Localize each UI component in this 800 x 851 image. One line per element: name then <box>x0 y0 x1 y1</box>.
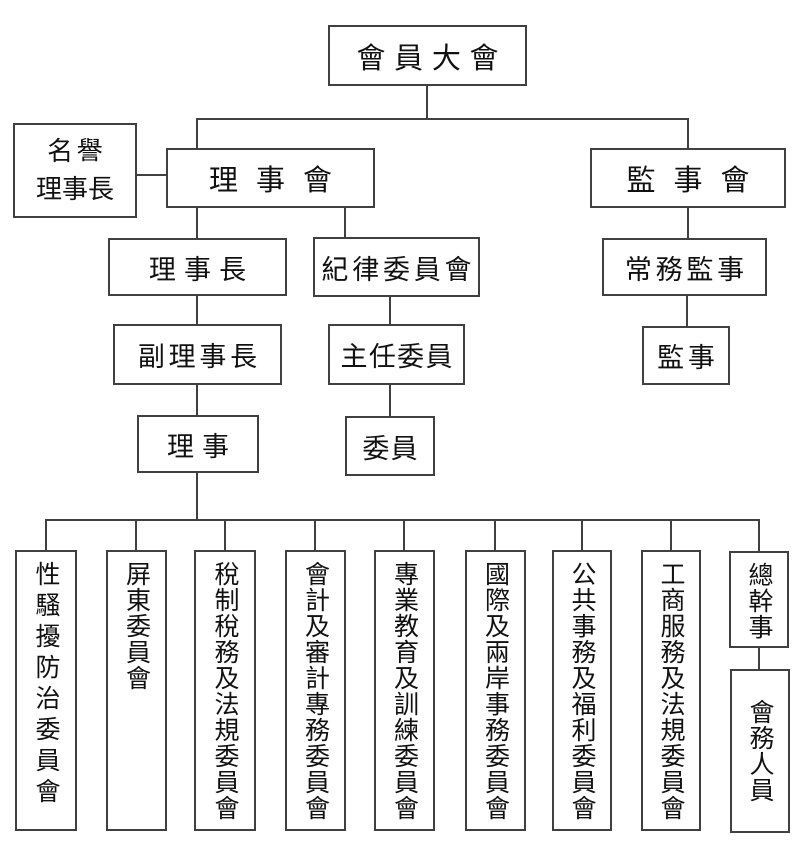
connector-chairman-to-vice <box>196 294 198 326</box>
node-commissioner: 委員 <box>345 416 435 476</box>
node-staff: 會務人員 <box>730 669 790 833</box>
node-committee-pingtung: 屏東委員會 <box>106 550 167 831</box>
node-committee-sexual-harassment-prevention: 性騷擾防治委員會 <box>15 550 77 831</box>
node-discipline-committee: 紀律委員會 <box>313 237 480 297</box>
node-general-assembly: 會員大會 <box>328 25 527 86</box>
node-label: 稅制稅務及法規委員會 <box>211 561 240 821</box>
connector-committee-spread <box>45 519 760 521</box>
connector-drop-committee-2 <box>135 519 137 552</box>
node-committee-international-cross-strait: 國際及兩岸事務委員會 <box>465 550 526 831</box>
node-label: 紀律委員會 <box>321 254 476 286</box>
connector-drop-committee-8 <box>670 519 672 552</box>
connector-secretary-to-staff <box>758 646 760 671</box>
node-chief-commissioner: 主任委員 <box>328 324 465 385</box>
node-label: 名譽 <box>47 136 107 167</box>
connector-directors-to-discipline <box>344 206 346 240</box>
node-label: 主任委員 <box>340 342 454 373</box>
node-label: 國際及兩岸事務委員會 <box>481 561 511 821</box>
node-label: 理事會 <box>209 163 350 197</box>
node-label: 總幹事 <box>745 562 774 640</box>
node-honorary-chairman: 名譽 理事長 <box>13 123 137 218</box>
connector-to-board-of-supervisors <box>687 118 689 150</box>
node-label: 理事長 <box>35 174 114 205</box>
connector-drop-committee-4 <box>314 519 316 552</box>
node-supervisor: 監事 <box>642 326 730 385</box>
connector-drop-secretary-general <box>758 519 760 552</box>
connector-supervisors-to-standing <box>687 206 689 240</box>
node-label: 會計及審計專務委員會 <box>301 561 331 821</box>
node-label: 監事會 <box>626 163 768 197</box>
node-standing-supervisor: 常務監事 <box>602 238 767 296</box>
node-label: 委員 <box>362 433 420 465</box>
node-label: 屏東委員會 <box>122 561 152 691</box>
connector-chief-to-commissioner <box>389 383 391 417</box>
connector-drop-committee-5 <box>403 519 405 552</box>
node-label: 理事長 <box>148 254 255 286</box>
connector-honorary-to-directors <box>137 174 168 176</box>
node-label: 性騷擾防治委員會 <box>32 561 61 809</box>
node-committee-professional-education-training: 專業教育及訓練委員會 <box>374 550 435 831</box>
node-director: 理事 <box>137 415 259 473</box>
connector-to-board-of-directors <box>196 118 198 150</box>
node-label: 副理事長 <box>137 342 261 373</box>
connector-assembly-down <box>426 85 428 120</box>
node-board-of-supervisors: 監事會 <box>590 148 786 208</box>
node-committee-business-service-regulations: 工商服務及法規委員會 <box>641 550 701 831</box>
node-label: 公共事務及福利委員會 <box>568 561 597 821</box>
connector-drop-committee-7 <box>581 519 583 552</box>
connector-assembly-spread <box>196 118 689 120</box>
node-label: 常務監事 <box>624 254 748 286</box>
connector-drop-committee-3 <box>224 519 226 552</box>
connector-director-down <box>196 471 198 521</box>
connector-drop-committee-1 <box>45 519 47 552</box>
node-committee-tax-system-regulations: 稅制稅務及法規委員會 <box>194 550 256 831</box>
node-chairman: 理事長 <box>108 238 287 296</box>
node-vice-chairman: 副理事長 <box>113 324 282 385</box>
connector-standing-to-supervisor <box>686 294 688 328</box>
node-board-of-directors: 理事會 <box>166 148 375 208</box>
connector-directors-to-chairman <box>196 206 198 240</box>
connector-discipline-to-chief <box>389 295 391 326</box>
connector-drop-committee-6 <box>494 519 496 552</box>
node-label: 監事 <box>657 343 719 374</box>
node-label: 專業教育及訓練委員會 <box>390 561 420 821</box>
node-committee-accounting-auditing: 會計及審計專務委員會 <box>285 550 346 831</box>
node-label: 理事 <box>166 431 238 463</box>
connector-vice-to-director <box>196 383 198 416</box>
node-label: 會務人員 <box>746 699 775 803</box>
node-secretary-general: 總幹事 <box>729 551 789 648</box>
node-label: 會員大會 <box>356 40 508 75</box>
node-committee-public-affairs-welfare: 公共事務及福利委員會 <box>552 550 612 831</box>
node-label: 工商服務及法規委員會 <box>657 561 686 821</box>
